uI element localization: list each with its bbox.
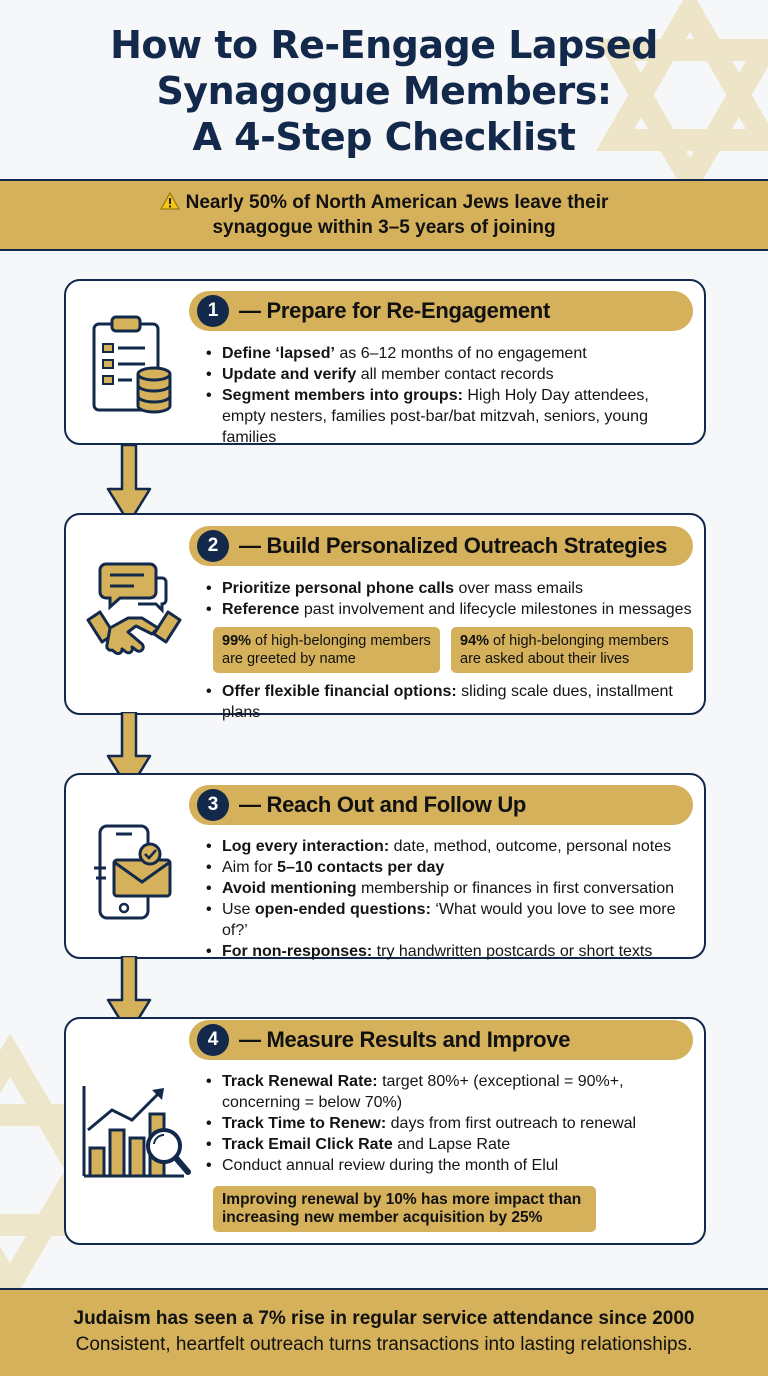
list-item: Update and verify all member contact rec… [206, 364, 696, 385]
step-2-number: 2 [197, 530, 229, 562]
list-item: Reference past involvement and lifecycle… [206, 599, 696, 620]
step-2-header: 2 — Build Personalized Outreach Strategi… [189, 526, 693, 566]
list-item: Segment members into groups: High Holy D… [206, 385, 696, 448]
list-item: Aim for 5–10 contacts per day [206, 857, 701, 878]
footer-banner: Judaism has seen a 7% rise in regular se… [0, 1288, 768, 1376]
page-title: How to Re-Engage Lapsed Synagogue Member… [0, 22, 768, 160]
stat-box-asked: 94% of high-belonging members are asked … [451, 627, 693, 673]
list-item: Use open-ended questions: ‘What would yo… [206, 899, 701, 941]
step-2-bullets: Prioritize personal phone calls over mas… [206, 578, 696, 620]
statistic-banner: Nearly 50% of North American Jews leave … [0, 179, 768, 251]
warning-icon [159, 191, 180, 210]
footer-line-2: Consistent, heartfelt outreach turns tra… [75, 1334, 693, 1355]
step-4-header: 4 — Measure Results and Improve [189, 1020, 693, 1060]
phone-envelope-icon [94, 824, 172, 920]
step-1-bullets: Define ‘lapsed’ as 6–12 months of no eng… [206, 343, 696, 448]
step-1-number: 1 [197, 295, 229, 327]
list-item: Define ‘lapsed’ as 6–12 months of no eng… [206, 343, 696, 364]
step-4-title: — Measure Results and Improve [239, 1027, 571, 1052]
step-3-bullets: Log every interaction: date, method, out… [206, 836, 701, 962]
list-item: For non-responses: try handwritten postc… [206, 941, 701, 962]
step-2-title: — Build Personalized Outreach Strategies [239, 533, 668, 558]
footer-line-1: Judaism has seen a 7% rise in regular se… [73, 1308, 695, 1329]
list-item: Track Email Click Rate and Lapse Rate [206, 1134, 666, 1155]
list-item: Avoid mentioning membership or finances … [206, 878, 701, 899]
banner-line-2: synagogue within 3–5 years of joining [212, 217, 556, 238]
step-3-number: 3 [197, 789, 229, 821]
step-4-number: 4 [197, 1024, 229, 1056]
step-4-callout: Improving renewal by 10% has more impact… [213, 1186, 596, 1232]
list-item: Log every interaction: date, method, out… [206, 836, 701, 857]
title-line-3: A 4-Step Checklist [192, 115, 576, 159]
chart-magnifier-icon [82, 1086, 191, 1178]
step-2-bullets-after: Offer flexible financial options: slidin… [206, 681, 706, 723]
step-3-header: 3 — Reach Out and Follow Up [189, 785, 693, 825]
list-item: Track Renewal Rate: target 80%+ (excepti… [206, 1071, 666, 1113]
down-arrow-icon [106, 445, 152, 525]
handshake-chat-icon [86, 562, 182, 656]
stat-box-greeted: 99% of high-belonging members are greete… [213, 627, 440, 673]
step-4-bullets: Track Renewal Rate: target 80%+ (excepti… [206, 1071, 666, 1176]
list-item: Conduct annual review during the month o… [206, 1155, 666, 1176]
title-line-1: How to Re-Engage Lapsed [110, 23, 658, 67]
clipboard-database-icon [92, 315, 172, 414]
list-item: Offer flexible financial options: slidin… [206, 681, 706, 723]
step-1-header: 1 — Prepare for Re-Engagement [189, 291, 693, 331]
list-item: Prioritize personal phone calls over mas… [206, 578, 696, 599]
title-line-2: Synagogue Members: [156, 69, 612, 113]
list-item: Track Time to Renew: days from first out… [206, 1113, 666, 1134]
step-3-title: — Reach Out and Follow Up [239, 792, 527, 817]
step-1-title: — Prepare for Re-Engagement [239, 298, 550, 323]
banner-line-1: Nearly 50% of North American Jews leave … [185, 192, 609, 213]
